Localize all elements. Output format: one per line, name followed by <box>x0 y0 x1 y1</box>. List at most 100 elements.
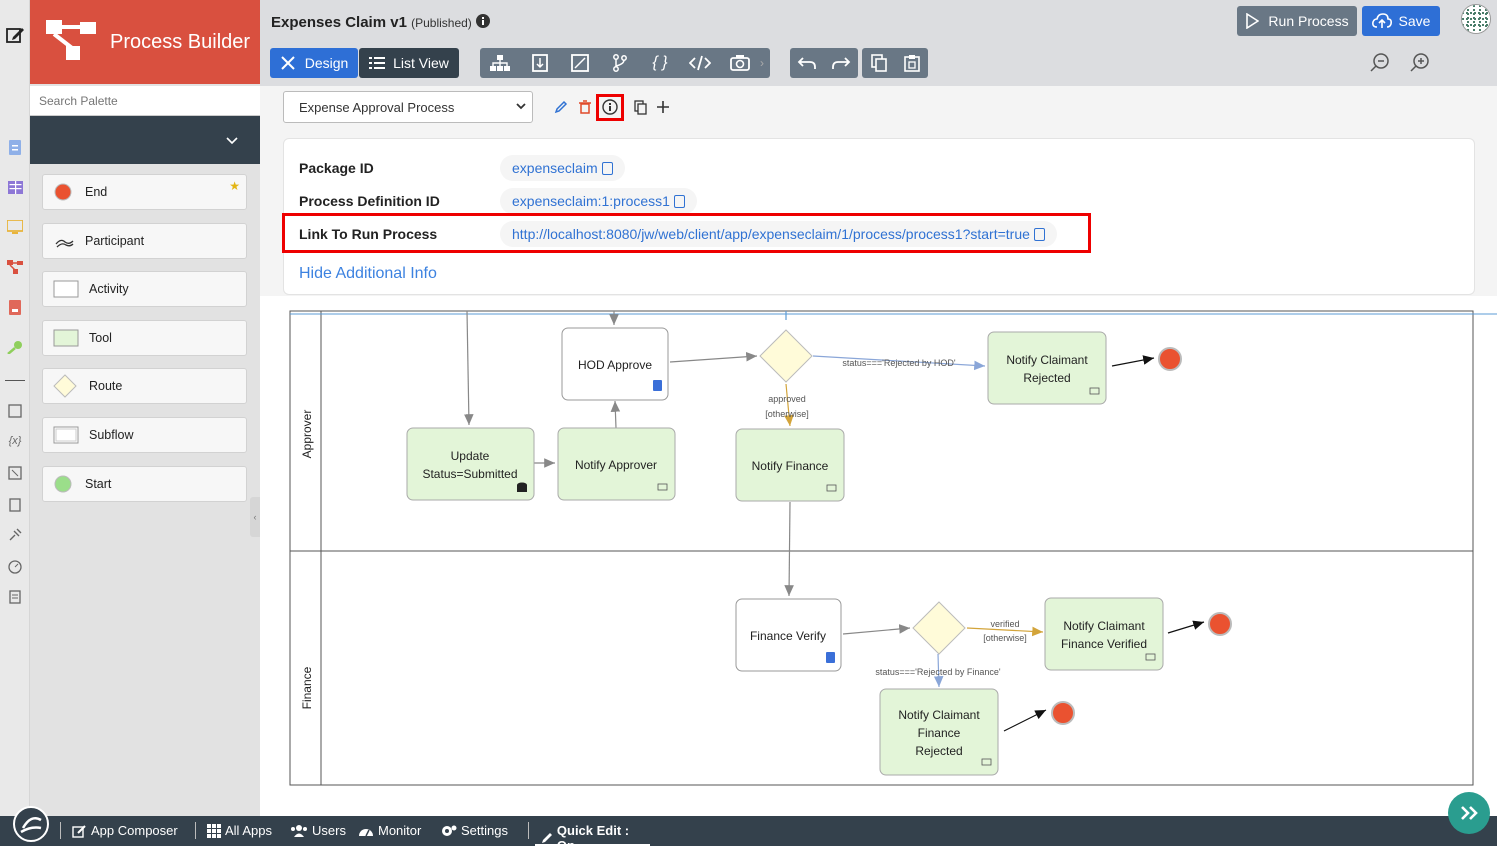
activity-finance-verify[interactable]: Finance Verify <box>735 598 842 672</box>
envelope-icon <box>981 758 992 766</box>
collapse-palette-handle[interactable]: ‹ <box>250 497 260 537</box>
diagram-canvas[interactable]: Approver Finance status==='Rejecte <box>260 296 1497 816</box>
joget-logo[interactable] <box>13 806 49 842</box>
tool-notify-finance-verified[interactable]: Notify Claimant Finance Verified <box>1044 597 1164 671</box>
link-to-run-value[interactable]: http://localhost:8080/jw/web/client/app/… <box>500 221 1057 247</box>
expand-menu-button[interactable] <box>1448 792 1490 834</box>
copy-icon[interactable] <box>862 48 895 78</box>
users-icon <box>291 824 307 837</box>
curly-braces-icon[interactable]: { } <box>652 54 668 71</box>
palette-item-tool[interactable]: Tool <box>42 320 247 356</box>
trash-icon[interactable] <box>576 98 594 116</box>
palette-item-route[interactable]: Route <box>42 368 247 404</box>
redo-icon[interactable] <box>824 48 858 78</box>
note-icon[interactable] <box>5 402 25 420</box>
process-icon[interactable] <box>5 258 25 276</box>
list-icon[interactable] <box>5 178 25 196</box>
design-tools-icon <box>280 56 295 70</box>
package-id-value[interactable]: expenseclaim <box>500 155 625 181</box>
process-diagram[interactable]: Approver Finance status==='Rejecte <box>260 296 1497 816</box>
end-node[interactable] <box>1158 347 1182 371</box>
report-icon[interactable] <box>5 298 25 316</box>
pencil-icon[interactable] <box>552 98 570 116</box>
start-node-icon <box>54 475 72 493</box>
end-node[interactable] <box>1051 701 1075 725</box>
end-node-icon <box>54 183 72 201</box>
language-icon[interactable] <box>560 48 600 78</box>
list-icon <box>369 57 386 69</box>
plugin-icon[interactable] <box>5 526 25 544</box>
list-view-tab[interactable]: List View <box>359 48 459 78</box>
palette-item-activity[interactable]: Activity <box>42 271 247 307</box>
palette-category-select[interactable] <box>30 116 260 164</box>
settings-link[interactable]: Settings <box>441 823 508 838</box>
envelope-icon <box>1145 653 1156 661</box>
form-icon[interactable] <box>5 138 25 156</box>
save-button[interactable]: Save <box>1362 6 1440 36</box>
tool-update-status[interactable]: Update Status=Submitted <box>406 427 535 501</box>
more-tools-chevron-icon[interactable]: › <box>760 56 764 70</box>
chevron-down-icon <box>226 132 238 148</box>
tool-notify-approver[interactable]: Notify Approver <box>557 427 676 501</box>
route-gateway-1[interactable] <box>759 329 813 383</box>
route-gateway-2[interactable] <box>912 601 966 655</box>
translate-icon[interactable] <box>5 464 25 482</box>
info-icon[interactable] <box>475 14 490 28</box>
script-icon[interactable] <box>5 588 25 606</box>
design-tab[interactable]: Design <box>270 48 358 78</box>
tool-notify-claimant-rejected[interactable]: Notify Claimant Rejected <box>987 331 1107 405</box>
hide-additional-info-link[interactable]: Hide Additional Info <box>299 265 437 282</box>
tool-notify-finance[interactable]: Notify Finance <box>735 428 845 502</box>
palette-item-participant[interactable]: Participant <box>42 223 247 259</box>
process-def-value[interactable]: expenseclaim:1:process1 <box>500 188 697 214</box>
app-composer-link[interactable]: App Composer <box>72 823 178 838</box>
zoom-in-icon[interactable] <box>1409 52 1431 74</box>
branch-icon[interactable] <box>600 48 640 78</box>
users-link[interactable]: Users <box>290 823 346 838</box>
palette-item-start[interactable]: Start <box>42 466 247 502</box>
copy-icon[interactable] <box>673 194 685 208</box>
paste-icon[interactable] <box>895 48 928 78</box>
quick-edit-toggle[interactable]: Quick Edit : On <box>535 816 650 846</box>
run-process-button[interactable]: Run Process <box>1237 6 1357 36</box>
play-icon <box>1246 13 1260 29</box>
copy-icon[interactable] <box>1033 227 1045 241</box>
activity-hod-approve[interactable]: HOD Approve <box>561 327 669 401</box>
copy-icon[interactable] <box>601 161 613 175</box>
app-title: Process Builder <box>110 31 251 53</box>
transition-line <box>610 400 621 429</box>
variable-icon[interactable]: {x} <box>8 435 22 447</box>
process-select[interactable]: Expense Approval Process <box>283 91 533 123</box>
info-circle-icon[interactable] <box>601 98 619 116</box>
undo-icon[interactable] <box>790 48 824 78</box>
end-node[interactable] <box>1208 612 1232 636</box>
transition-line <box>1167 620 1205 634</box>
sitemap-icon[interactable] <box>480 48 520 78</box>
search-palette-input[interactable] <box>30 86 260 116</box>
tool-notify-finance-rejected[interactable]: Notify Claimant Finance Rejected <box>879 688 999 776</box>
plus-icon[interactable] <box>654 98 672 116</box>
document-icon[interactable] <box>5 496 25 514</box>
zoom-out-icon[interactable] <box>1369 52 1391 74</box>
key-icon[interactable] <box>5 338 25 356</box>
avatar[interactable] <box>1461 4 1491 34</box>
transition-line <box>812 355 986 371</box>
export-icon[interactable] <box>520 48 560 78</box>
palette-item-subflow[interactable]: Subflow <box>42 417 247 453</box>
bottom-bar: App Composer All Apps Users Monitor Sett… <box>0 806 1497 846</box>
star-icon[interactable]: ★ <box>229 179 240 193</box>
palette-item-label: Subflow <box>89 428 134 442</box>
all-apps-link[interactable]: All Apps <box>207 823 272 838</box>
monitor-link[interactable]: Monitor <box>358 823 421 838</box>
palette-item-label: Participant <box>85 234 145 248</box>
duplicate-icon[interactable] <box>632 98 650 116</box>
camera-icon[interactable] <box>720 48 760 78</box>
gauge-icon[interactable] <box>5 558 25 576</box>
userview-icon[interactable] <box>5 218 25 236</box>
svg-text:Finance: Finance <box>918 726 961 740</box>
edit-icon[interactable] <box>5 26 25 44</box>
code-icon[interactable] <box>680 48 720 78</box>
palette-item-end[interactable]: End ★ <box>42 174 247 210</box>
svg-text:Rejected: Rejected <box>1023 371 1070 385</box>
left-icon-rail: {x} <box>0 0 30 816</box>
